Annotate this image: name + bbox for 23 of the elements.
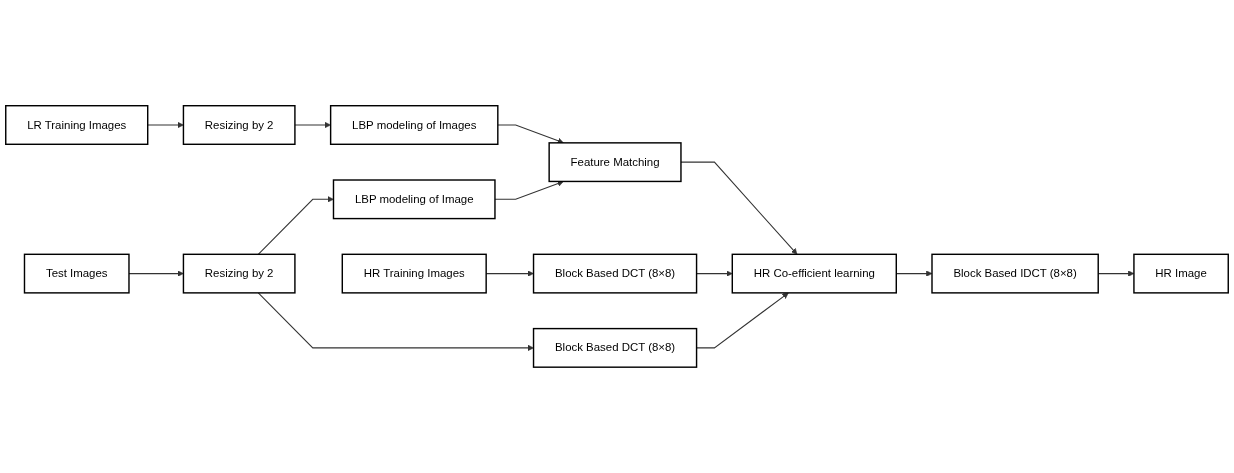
node-box: Feature Matching bbox=[548, 142, 682, 183]
node-box: HR Training Images bbox=[341, 253, 487, 294]
arrow bbox=[257, 196, 334, 255]
node-box: Block Based DCT (8×8) bbox=[532, 327, 698, 368]
arrow bbox=[497, 124, 564, 144]
arrow bbox=[696, 292, 789, 349]
node-box: Block Based IDCT (8×8) bbox=[931, 253, 1099, 294]
arrow bbox=[696, 270, 733, 277]
arrow bbox=[294, 121, 331, 129]
node-box: LBP modeling of Images bbox=[329, 105, 499, 146]
node-box: LR Training Images bbox=[5, 105, 149, 146]
node-box: LBP modeling of Image bbox=[332, 179, 496, 220]
node-box: Resizing by 2 bbox=[182, 253, 296, 294]
node-box: HR Image bbox=[1133, 253, 1229, 294]
node-box: Test Images bbox=[23, 253, 130, 294]
arrow bbox=[257, 292, 534, 352]
node-box: HR Co-efficient learning bbox=[731, 253, 897, 294]
arrow bbox=[128, 270, 184, 277]
node-box: Block Based DCT (8×8) bbox=[532, 253, 698, 294]
arrow bbox=[494, 180, 564, 200]
node-box: Resizing by 2 bbox=[182, 105, 296, 146]
arrow bbox=[680, 161, 798, 255]
arrow bbox=[147, 121, 184, 129]
